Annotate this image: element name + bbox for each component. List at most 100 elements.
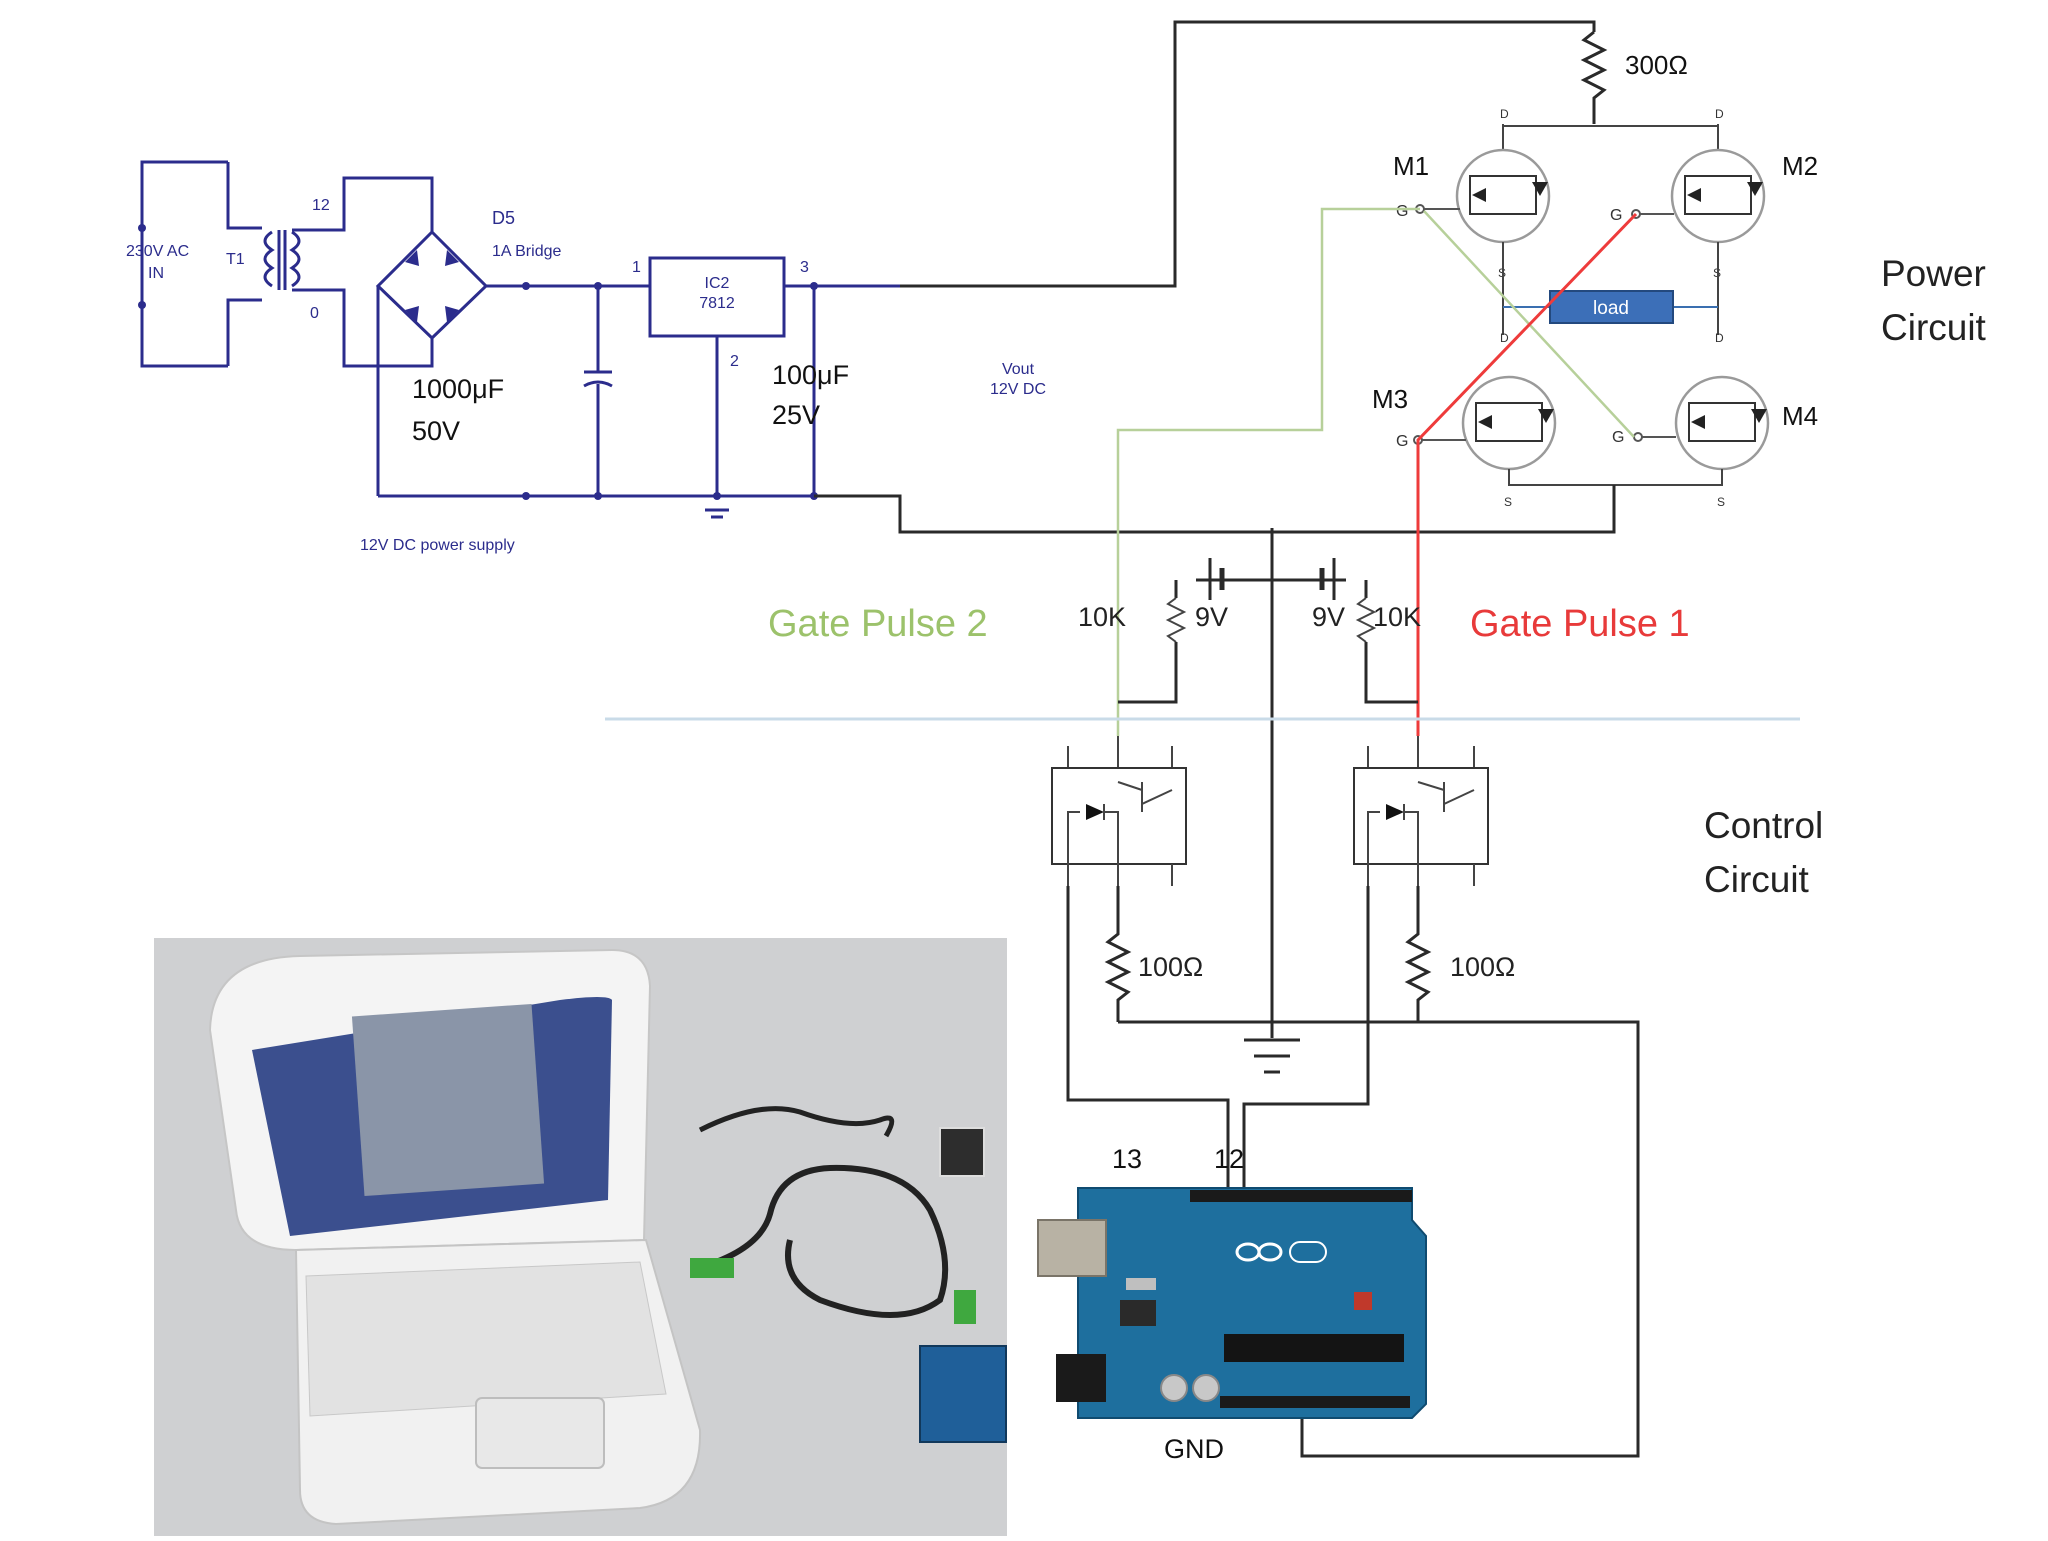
vout-value: 12V DC — [990, 381, 1046, 398]
r100-left — [1104, 886, 1132, 1022]
capacitor-1 — [1160, 1374, 1188, 1402]
m4-s-label: S — [1717, 495, 1725, 509]
battery-right-label: 9V — [1312, 602, 1345, 632]
m1-d-label: D — [1500, 107, 1509, 121]
uno-badge — [1289, 1241, 1327, 1263]
capacitor-2 — [1192, 1374, 1220, 1402]
m2-label: M2 — [1782, 151, 1818, 181]
regulator-ref: IC2 — [705, 275, 730, 292]
laptop-photo — [154, 938, 1007, 1536]
m3-s-label: S — [1504, 495, 1512, 509]
control-circuit-section: 100Ω 100Ω 13 12 GND Control Circuit — [1051, 736, 1823, 1464]
pin13-wire — [1066, 886, 1230, 1188]
usb-plug-green-2 — [954, 1290, 976, 1324]
top-resistor-label: 300Ω — [1625, 50, 1688, 80]
gate-pulse-1-wire — [1416, 212, 1638, 736]
gate-pulse-2-label: Gate Pulse 2 — [768, 603, 988, 645]
cap2-voltage: 25V — [772, 400, 820, 430]
cap1-voltage: 50V — [412, 416, 460, 446]
control-circuit-title-2: Circuit — [1704, 859, 1810, 900]
ground-node-2 — [594, 492, 602, 500]
usb-plug-green — [690, 1258, 734, 1278]
optocoupler-right — [1353, 736, 1489, 886]
9v-battery — [939, 1127, 985, 1177]
bridge-diodes — [405, 250, 459, 322]
battery-left-label: 9V — [1195, 602, 1228, 632]
mosfet-m3: D M3 G S — [1372, 331, 1557, 509]
secondary-wire-bottom — [292, 288, 434, 368]
reset-button — [1354, 1292, 1372, 1310]
power-jack — [1056, 1354, 1106, 1402]
m1-label: M1 — [1393, 151, 1429, 181]
laptop-touchpad — [475, 1397, 605, 1469]
bridge-rectifier — [375, 229, 489, 341]
digital-header — [1190, 1190, 1412, 1202]
r100-right-label: 100Ω — [1450, 952, 1515, 982]
usb-cable — [697, 1164, 949, 1318]
crystal — [1126, 1278, 1156, 1290]
ground-node-3 — [713, 492, 721, 500]
atmega-chip — [1224, 1334, 1404, 1362]
transformer-secondary-coil — [289, 230, 301, 288]
pin-13-label: 13 — [1112, 1144, 1142, 1174]
analog-header — [1220, 1396, 1410, 1408]
gnd-return-wire — [1118, 1020, 1640, 1458]
primary-wire-bottom — [226, 298, 262, 366]
r10k-left-bottom — [1118, 642, 1178, 704]
source-bus — [1508, 469, 1723, 486]
screen-window — [351, 1003, 545, 1197]
reg-pin3-label: 3 — [800, 259, 809, 276]
cap2-value: 100μF — [772, 360, 849, 390]
power-circuit-section: 300Ω D M1 G S D M2 G S — [814, 20, 1987, 736]
r100-left-label: 100Ω — [1138, 952, 1203, 982]
ac-terminal-top — [138, 224, 146, 232]
r100-right — [1404, 886, 1432, 1022]
mosfet-m4: D M4 G S — [1612, 331, 1818, 509]
mosfet-m2: D M2 G S — [1610, 107, 1818, 280]
m1-g-label: G — [1396, 203, 1408, 220]
tap-top-label: 12 — [312, 197, 330, 214]
mosfet-m1: D M1 G S — [1393, 107, 1551, 280]
drain-bus — [1502, 124, 1719, 127]
r10k-left-label: 10K — [1078, 602, 1126, 632]
top-resistor — [1580, 30, 1608, 124]
power-supply-caption: 12V DC power supply — [360, 537, 515, 554]
r10k-right-bottom — [1364, 642, 1418, 704]
gate-drive-section: Gate Pulse 2 Gate Pulse 1 10K 9V 9V 10K — [605, 528, 1800, 1038]
gate-pulse-1-label: Gate Pulse 1 — [1470, 603, 1690, 645]
gate-pulse-2-wire-m1 — [1116, 207, 1420, 736]
power-circuit-title-2: Circuit — [1881, 307, 1987, 348]
tap-bottom-label: 0 — [310, 305, 319, 322]
primary-wire-top — [226, 162, 262, 230]
m2-g-label: G — [1610, 207, 1622, 224]
arduino-logo — [1235, 1242, 1283, 1262]
ground-node-1 — [522, 492, 530, 500]
transformer-primary-coil — [263, 230, 275, 288]
r10k-left — [1165, 597, 1187, 643]
pin-12-label: 12 — [1214, 1144, 1244, 1174]
cable-1 — [698, 1106, 895, 1138]
reg-pin2-label: 2 — [730, 353, 739, 370]
m3-label: M3 — [1372, 384, 1408, 414]
supply-positive-wire — [900, 20, 1596, 288]
r10k-right — [1355, 597, 1377, 643]
usb-chip — [1120, 1300, 1156, 1326]
m2-d-label: D — [1715, 107, 1724, 121]
regulator-part: 7812 — [699, 295, 735, 312]
optocoupler-left — [1051, 736, 1187, 886]
usb-port — [1037, 1219, 1107, 1277]
transformer-label: T1 — [226, 251, 245, 268]
ac-input-label: 230V AC — [126, 243, 189, 260]
power-circuit-title-1: Power — [1881, 253, 1986, 294]
m4-g-label: G — [1612, 429, 1624, 446]
ac-input-wire — [140, 160, 228, 368]
arduino-board — [1037, 1187, 1427, 1419]
m4-label: M4 — [1782, 401, 1818, 431]
secondary-wire-top — [292, 176, 434, 232]
r10k-right-label: 10K — [1373, 602, 1421, 632]
bridge-desc-label: 1A Bridge — [492, 243, 561, 260]
ac-input-label-2: IN — [148, 265, 164, 282]
power-supply-section: 230V AC IN T1 12 0 D5 1A Bridge 1 — [126, 160, 1046, 554]
vout-label: Vout — [1002, 361, 1035, 378]
